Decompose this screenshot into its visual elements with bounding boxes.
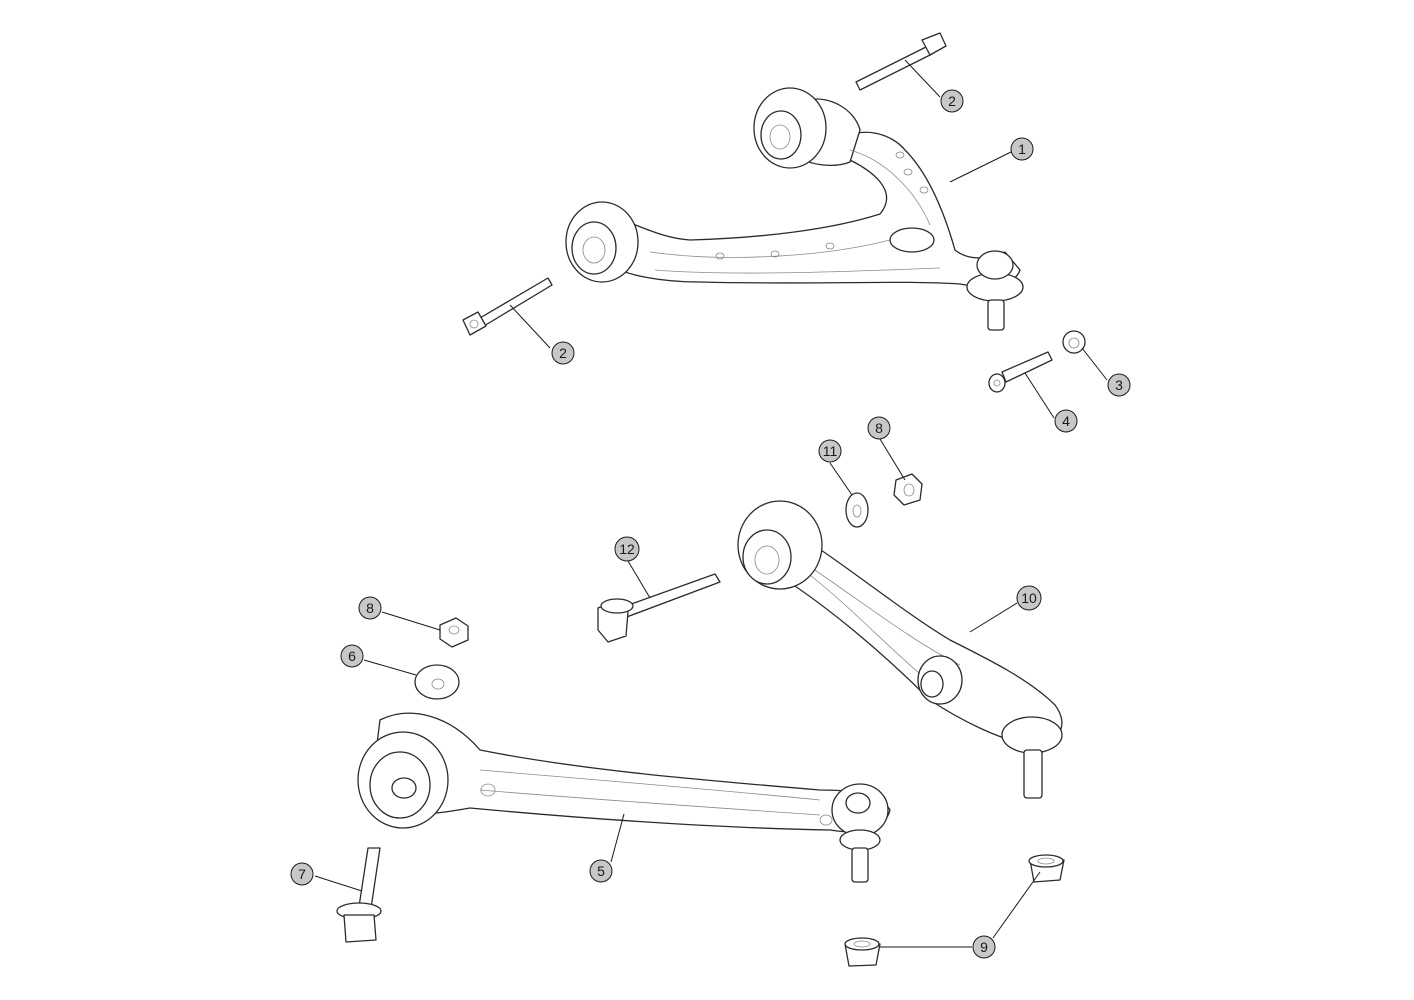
leader-lines [314,59,1108,948]
callout-label: 6 [348,648,356,664]
bolt-12 [597,573,721,643]
lower-control-arm [357,712,891,883]
washer-11 [845,492,869,528]
washer-6 [414,664,460,700]
callout-label: 11 [823,443,838,459]
callout-label: 2 [948,93,956,109]
callout-12: 12 [614,536,640,562]
callout-label: 9 [980,939,988,955]
callout-2-top: 2 [940,89,964,113]
bolt-top [855,32,947,91]
callout-label: 2 [559,345,567,361]
callout-8-lower: 8 [358,596,382,620]
bolt-4 [988,351,1053,393]
callout-label: 1 [1018,141,1026,157]
callout-label: 3 [1115,377,1123,393]
callout-10: 10 [1016,585,1042,611]
callout-label: 4 [1062,413,1070,429]
callout-label: 5 [597,863,605,879]
callout-5: 5 [589,859,613,883]
callout-6: 6 [340,644,364,668]
bolt-7 [336,847,382,943]
callout-11: 11 [818,439,842,463]
callout-label: 12 [619,541,635,557]
callout-label: 10 [1021,590,1037,606]
callout-9: 9 [972,935,996,959]
bolt-left [462,277,553,336]
callout-4: 4 [1054,409,1078,433]
washer-3 [1062,330,1086,354]
callout-8-upper: 8 [867,416,891,440]
nut-8-upper [893,473,923,506]
nuts-9 [844,854,1065,967]
callout-3: 3 [1107,373,1131,397]
callout-label: 7 [298,866,306,882]
callout-label: 8 [366,600,374,616]
callout-1: 1 [1010,137,1034,161]
lateral-control-arm [737,500,1063,799]
callout-label: 8 [875,420,883,436]
callout-2-left: 2 [551,341,575,365]
upper-control-arm [565,87,1024,331]
nut-8-lower [439,617,469,648]
callout-7: 7 [290,862,314,886]
